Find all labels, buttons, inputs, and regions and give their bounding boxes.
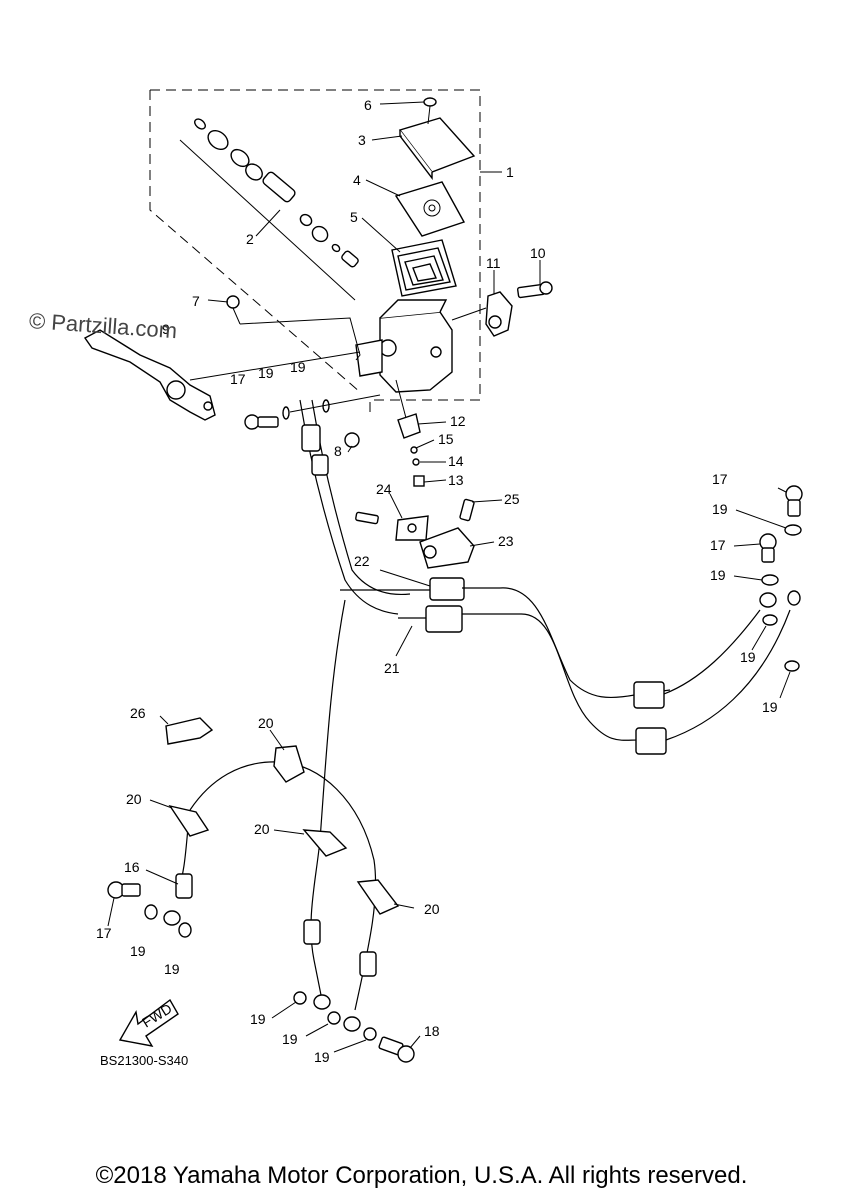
callout-19-right-b: 19	[710, 567, 726, 583]
callout-3: 3	[358, 132, 366, 148]
callout-20-b: 20	[126, 791, 142, 807]
callout-labels: 6 3 4 5 1 2 7 10 11 9 17 19 19 8 12 15 1…	[96, 97, 778, 1065]
callout-19-lower-b: 19	[282, 1031, 298, 1047]
callout-16: 16	[124, 859, 140, 875]
callout-24: 24	[376, 481, 392, 497]
callout-19-right-d: 19	[762, 699, 778, 715]
callout-18: 18	[424, 1023, 440, 1039]
leader-lines	[107, 101, 791, 1053]
callout-19-right-a: 19	[712, 501, 728, 517]
callout-1: 1	[506, 164, 514, 180]
master-cylinder-body	[355, 299, 453, 393]
callout-14: 14	[448, 453, 464, 469]
callout-12: 12	[450, 413, 466, 429]
reservoir-cap	[398, 117, 476, 181]
callout-19-master-b: 19	[290, 359, 306, 375]
callout-7: 7	[192, 293, 200, 309]
callout-17-master: 17	[230, 371, 246, 387]
callout-2: 2	[246, 231, 254, 247]
brake-lever	[83, 329, 361, 421]
callout-25: 25	[504, 491, 520, 507]
callout-19-left-b: 19	[164, 961, 180, 977]
callout-17-right-b: 17	[710, 537, 726, 553]
callout-20-a: 20	[258, 715, 274, 731]
callout-26: 26	[130, 705, 146, 721]
callout-11: 11	[486, 255, 501, 271]
callout-19-lower-a: 19	[250, 1011, 266, 1027]
lower-banjo-bolts	[107, 881, 415, 1063]
right-banjo-bolts	[759, 485, 803, 672]
callout-19-left-a: 19	[130, 943, 146, 959]
right-caliper-hoses	[499, 587, 801, 755]
callout-6: 6	[364, 97, 372, 113]
callout-15: 15	[438, 431, 454, 447]
callout-19-master-a: 19	[258, 365, 274, 381]
piston-kit	[179, 118, 359, 301]
callout-5: 5	[350, 209, 358, 225]
callout-9: 9	[162, 321, 170, 337]
callout-22: 22	[354, 553, 370, 569]
diaphragm	[391, 239, 457, 297]
callout-17-right-a: 17	[712, 471, 728, 487]
hose-clamps	[165, 717, 400, 915]
diagram-code: BS21300-S340	[100, 1053, 189, 1068]
fwd-arrow: FWD	[118, 998, 179, 1047]
callout-13: 13	[448, 472, 464, 488]
callout-4: 4	[353, 172, 361, 188]
callout-19-lower-c: 19	[314, 1049, 330, 1065]
callout-23: 23	[498, 533, 514, 549]
brake-switch	[344, 379, 425, 487]
left-caliper-hoses	[163, 599, 377, 1032]
lever-pivot-bolt	[226, 295, 361, 361]
callout-10: 10	[530, 245, 546, 261]
copyright-notice: ©2018 Yamaha Motor Corporation, U.S.A. A…	[95, 1162, 748, 1189]
callout-17-left: 17	[96, 925, 112, 941]
callout-21: 21	[384, 660, 400, 676]
handlebar-holder	[451, 281, 553, 337]
diaphragm-plate	[394, 181, 466, 237]
upper-brake-hose	[299, 399, 411, 615]
brake-master-cylinder-diagram: FWD	[83, 89, 803, 1065]
callout-20-d: 20	[424, 901, 440, 917]
assembly-boundary	[149, 89, 481, 412]
callout-20-c: 20	[254, 821, 270, 837]
master-banjo-bolt	[244, 394, 381, 430]
brake-hose-joints	[340, 577, 520, 633]
callout-19-right-c: 19	[740, 649, 756, 665]
hose-joint-bracket	[355, 498, 475, 569]
callout-8: 8	[334, 443, 342, 459]
